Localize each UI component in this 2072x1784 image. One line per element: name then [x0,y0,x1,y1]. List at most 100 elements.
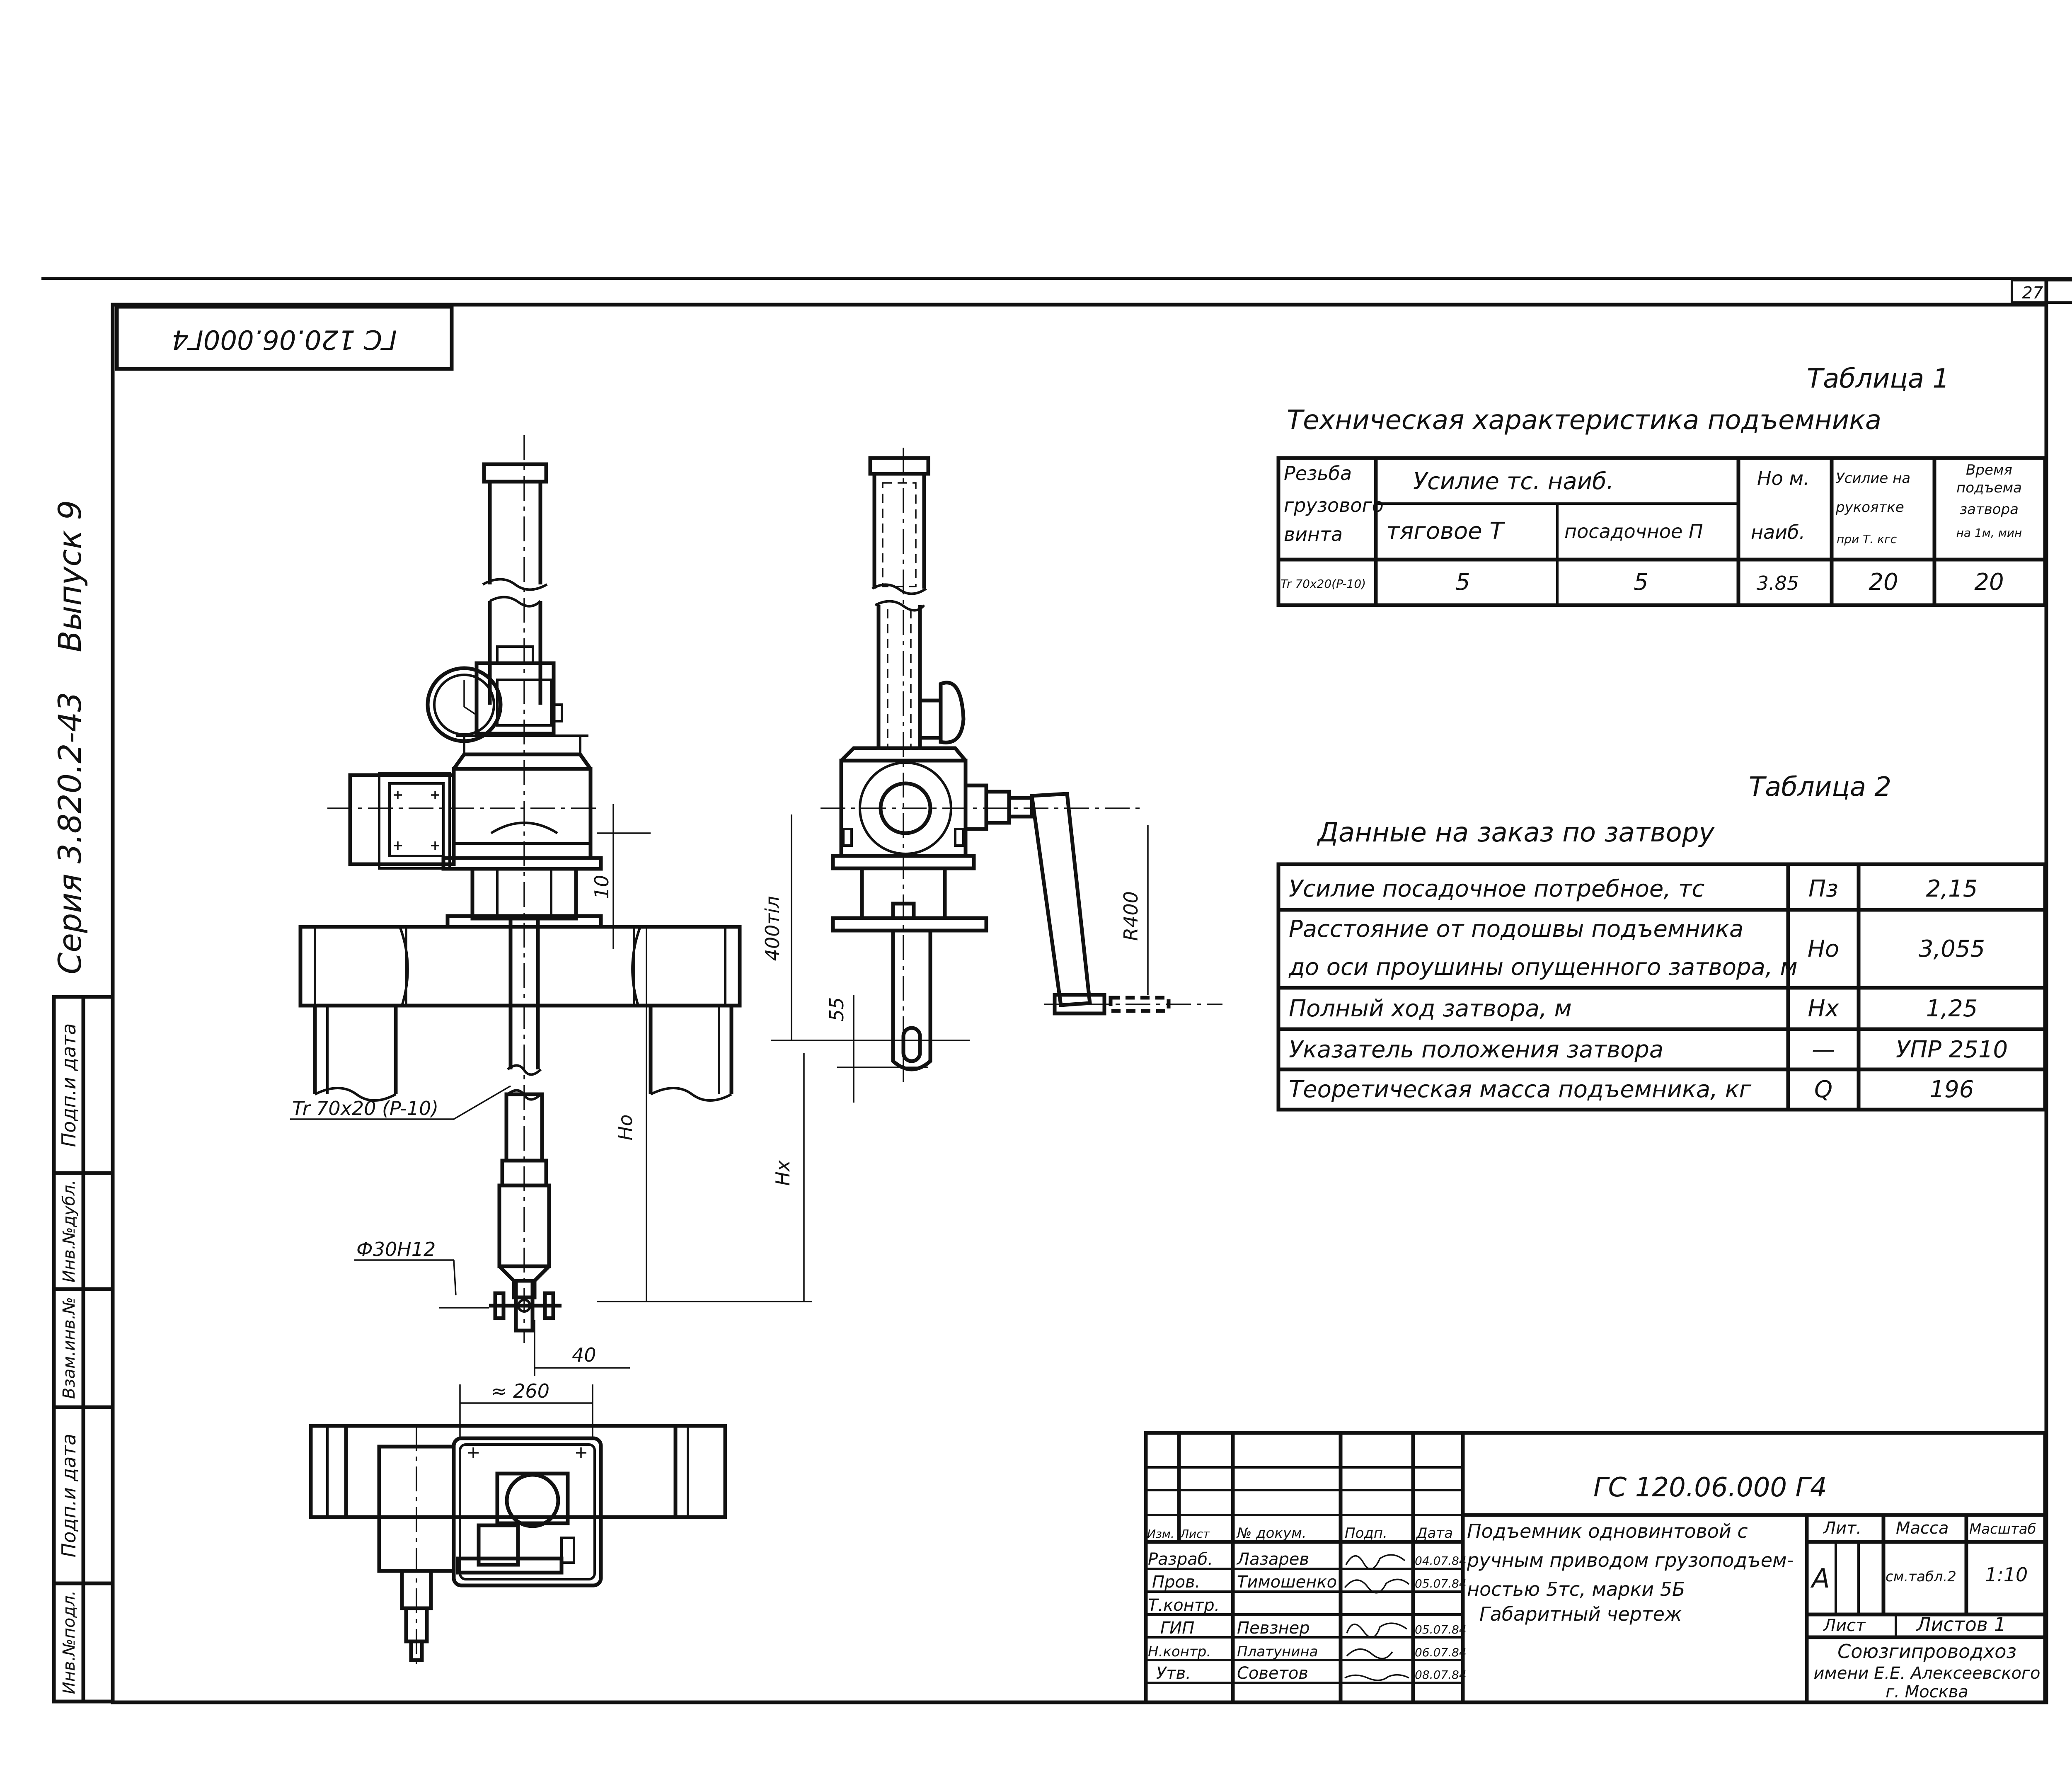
tb-scale: 1:10 [1985,1563,2028,1586]
t1-h-handle-2: рукоятке [1835,499,1904,516]
table1-caption: Таблица 1 [1807,364,1949,394]
table-1: Таблица 1 Техническая характеристика под… [1276,364,2047,607]
tb-date-utv: 08.07.84 [1415,1668,1467,1682]
t2-r3-val: 1,25 [1926,995,1978,1022]
tb-org-3: г. Москва [1886,1682,1968,1702]
t1-h-pull: тяговое Т [1386,518,1506,545]
t1-pull-value: 5 [1455,569,1470,596]
tb-lit: А [1810,1563,1830,1594]
tb-desc-4: Габаритный чертеж [1479,1603,1682,1625]
t1-thread-value: Tr 70x20(P-10) [1280,577,1366,591]
t1-h-handle-3: при Т. кгс [1837,532,1897,546]
tb-scale-hdr: Масштаб [1969,1521,2036,1537]
tb-role-chk: Пров. [1152,1573,1200,1592]
tb-desc-2: ручным приводом грузоподъем- [1467,1549,1794,1571]
t1-h-force: Усилие тс. наиб. [1413,468,1614,495]
t1-seat-value: 5 [1634,569,1648,596]
tb-code: ГС 120.06.000 Г4 [1593,1472,1827,1503]
t2-r4-val: УПР 2510 [1896,1036,2008,1063]
dim-r400: R400 [1120,891,1142,941]
tb-role-tk: Т.контр. [1148,1596,1220,1615]
t1-h-thread-3: винта [1284,523,1343,545]
t2-r5-name: Теоретическая масса подъемника, кг [1289,1076,1752,1103]
dim-phi: Ф30Н12 [356,1238,436,1260]
tb-date-chk: 05.07.84 [1415,1577,1467,1590]
t1-h-time-1: Время [1966,462,2012,478]
rotated-code-box: ГС 120.06.000Г4 [115,305,454,371]
issue-label: Выпуск 9 [51,500,88,652]
signature-5 [1344,1674,1409,1681]
stamp-repl-inv: Взам.инв.№ [60,1297,79,1399]
t1-h-time-2: подъема [1956,480,2022,496]
tb-lit-hdr: Лит. [1823,1519,1861,1538]
plan-view [309,1424,727,1666]
tb-sheets-lbl: Листов 1 [1916,1613,2006,1636]
side-stamp: Подп.и дата Инв.№дубл. Взам.инв.№ Подп.и… [52,995,115,1704]
tb-desc-1: Подъемник одновинтовой с [1467,1520,1748,1542]
t2-r5-sym: Q [1814,1076,1832,1103]
tb-hdr-date: Дата [1416,1525,1453,1542]
tb-role-gip: ГИП [1160,1619,1194,1638]
table2-caption: Таблица 2 [1749,772,1891,802]
tb-name-gip: Певзнер [1237,1619,1310,1638]
stamp-orig-inv: Инв.№подл. [60,1590,79,1694]
t2-r2-name-2: до оси проушины опущенного затвора, м [1288,954,1798,981]
tb-date-dev: 04.07.84 [1415,1554,1467,1568]
t1-h-ho-1: Но м. [1757,467,1810,490]
dim-10: 10 [591,875,613,899]
tb-hdr-izm: Изм. [1147,1527,1174,1541]
tb-role-nk: Н.контр. [1148,1643,1211,1660]
tb-role-dev: Разраб. [1148,1550,1213,1569]
t2-r1-name: Усилие посадочное потребное, тс [1289,875,1705,902]
front-view [298,435,742,1343]
table1-title: Техническая характеристика подъемника [1287,405,1881,436]
t1-ho-value: 3.85 [1757,572,1799,594]
tb-mass-hdr: Масса [1896,1519,1949,1538]
dim-55: 55 [825,997,848,1022]
dim-40: 40 [572,1344,596,1366]
t1-h-seat: посадочное П [1564,520,1703,543]
tb-name-dev: Лазарев [1236,1550,1309,1569]
tb-mass: см.табл.2 [1886,1568,1956,1585]
page-number: 27 [2022,284,2043,303]
signature-1 [1345,1554,1406,1570]
dim-thread: Tr 70x20 (P-10) [292,1097,438,1120]
series-label: Серия 3.820.2-43 [51,692,88,974]
tb-hdr-sign: Подп. [1345,1525,1387,1542]
t1-h-time-3: затвора [1960,501,2019,518]
dim-400: 400тіл [761,896,784,961]
dim-hx: Нх [772,1160,794,1186]
side-view [821,448,1222,1086]
rotated-code: ГС 120.06.000Г4 [172,324,397,354]
tb-name-utv: Советов [1237,1664,1308,1683]
t1-h-time-4: на 1м, мин [1956,526,2022,540]
tb-name-nk: Платунина [1237,1643,1318,1660]
t2-r4-sym: — [1812,1036,1835,1063]
table-2: Таблица 2 Данные на заказ по затвору Уси… [1276,772,2047,1112]
t2-r1-val: 2,15 [1926,875,1978,902]
t2-r5-val: 196 [1930,1076,1974,1103]
tb-org-2: имени Е.Е. Алексеевского [1814,1664,2041,1683]
t2-r2-name-1: Расстояние от подошвы подъемника [1289,916,1743,943]
tb-name-chk: Тимошенко [1237,1573,1337,1592]
tb-hdr-doc: № докум. [1236,1525,1307,1542]
t1-time-value: 20 [1974,569,2004,596]
signature-4 [1346,1648,1393,1660]
tb-date-gip: 05.07.84 [1415,1623,1467,1636]
tb-hdr-list: Лист [1180,1527,1210,1541]
t2-r2-val: 3,055 [1919,936,1985,962]
signature-3 [1346,1622,1408,1639]
table2-title: Данные на заказ по затвору [1317,817,1715,848]
tb-desc-3: ностью 5тс, марки 5Б [1467,1578,1685,1600]
t2-r3-sym: Нх [1808,995,1839,1022]
t2-r3-name: Полный ход затвора, м [1289,995,1572,1022]
t1-h-handle-1: Усилие на [1836,470,1910,487]
stamp-dup-inv: Инв.№дубл. [60,1180,79,1282]
signature-2 [1344,1578,1410,1594]
dimensions: 10 Но Нх 400тіл 55 R400 Tr 70x20 (P-10) … [290,804,1149,1438]
tb-sheet-lbl: Лист [1823,1616,1866,1635]
t1-handle-value: 20 [1869,569,1898,596]
stamp-sign-date-1: Подп.и дата [58,1023,80,1147]
dim-ho: Но [614,1115,637,1141]
